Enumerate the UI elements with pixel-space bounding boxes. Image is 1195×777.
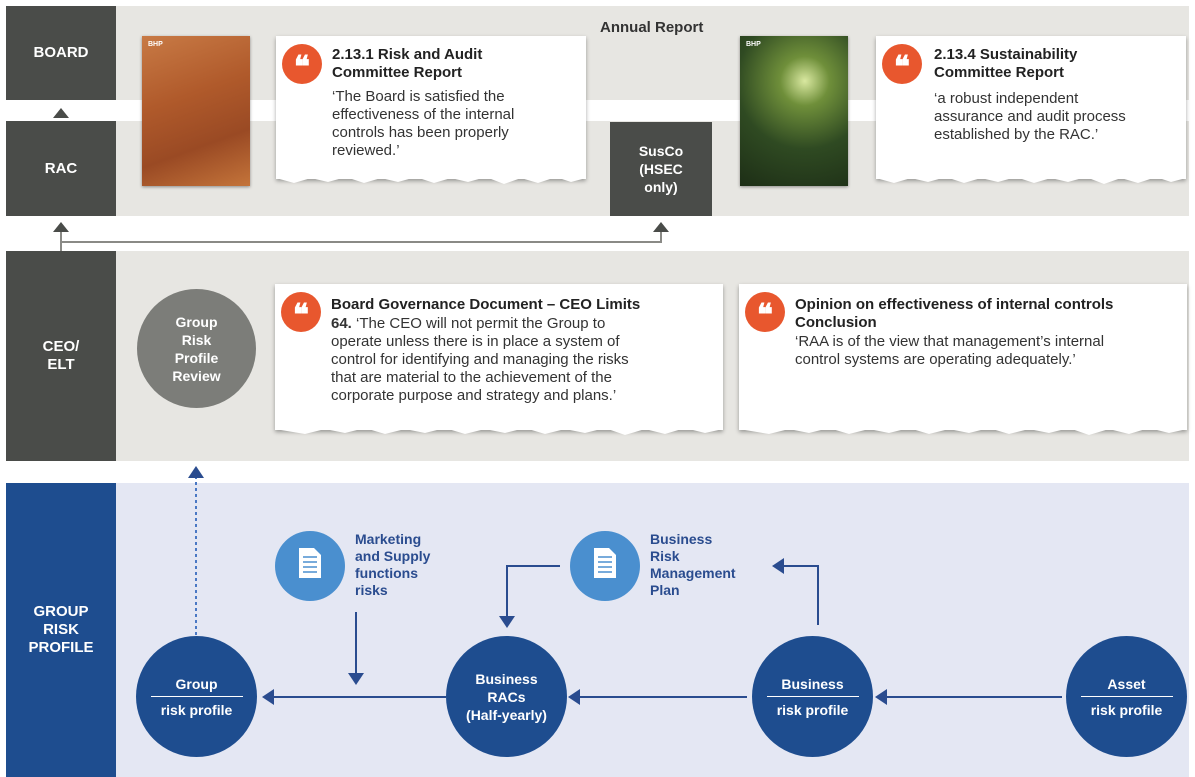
business-racs-circle: Business RACs (Half-yearly) — [446, 636, 567, 757]
arrow-icon — [653, 222, 669, 232]
business-risk-profile-circle: Business risk profile — [752, 636, 873, 757]
sustainability-report-body: ‘a robust independent assurance and audi… — [934, 90, 1126, 143]
ceo-elt-label: CEO/ ELT — [6, 251, 116, 461]
asset-circle-bottom: risk profile — [1090, 701, 1163, 718]
group-circle-top: Group — [175, 675, 218, 692]
business-to-plan-line — [782, 565, 819, 625]
arrow-icon — [499, 616, 515, 628]
arrow-icon — [348, 673, 364, 685]
governance-quote: ❝ Board Governance Document – CEO Limits… — [275, 284, 723, 435]
opinion-title: Opinion on effectiveness of internal con… — [795, 296, 1114, 331]
arrow-icon — [188, 466, 204, 478]
quote-icon: ❝ — [282, 44, 322, 85]
arrow-icon — [53, 222, 69, 232]
arrow-icon — [772, 558, 784, 574]
board-label: BOARD — [6, 6, 116, 100]
document-icon — [275, 531, 345, 601]
quote-icon: ❝ — [745, 292, 785, 333]
torn-edge — [876, 173, 1186, 184]
opinion-body: ‘RAA is of the view that management’s in… — [795, 333, 1105, 368]
asset-circle-top: Asset — [1107, 675, 1146, 692]
group-risk-profile-review-circle: Group Risk Profile Review — [137, 289, 256, 408]
rac-report-quote: ❝ 2.13.1 Risk and Audit Committee Report… — [276, 36, 586, 184]
torn-edge — [275, 424, 723, 435]
business-circle-top: Business — [781, 675, 844, 692]
torn-edge — [276, 173, 586, 184]
group-risk-profile-circle: Group risk profile — [136, 636, 257, 757]
plan-to-racs-line — [506, 565, 560, 618]
arrow-icon — [875, 689, 887, 705]
governance-title: Board Governance Document – CEO Limits — [331, 296, 641, 313]
rac-report-title: 2.13.1 Risk and Audit Committee Report — [332, 46, 483, 81]
susco-box: SusCo (HSEC only) — [610, 122, 712, 216]
group-circle-bottom: risk profile — [160, 701, 233, 718]
sustainability-report-quote: ❝ 2.13.4 Sustainability Committee Report… — [876, 36, 1186, 184]
governance-body: 64. ‘The CEO will not permit the Group t… — [331, 315, 629, 404]
arrow-icon — [568, 689, 580, 705]
annual-report-heading: Annual Report — [600, 19, 704, 36]
group-risk-profile-label: GROUP RISK PROFILE — [6, 483, 116, 777]
ceo-to-susco-connector — [61, 232, 662, 243]
group-risk-band — [116, 483, 1189, 777]
marketing-supply-label: Marketing and Supply functions risks — [355, 531, 431, 598]
arrow-icon — [262, 689, 274, 705]
book-cover-image: BHP — [142, 36, 250, 186]
opinion-quote: ❝ Opinion on effectiveness of internal c… — [739, 284, 1187, 435]
document-icon — [570, 531, 640, 601]
business-risk-management-plan-label: Business Risk Management Plan — [650, 531, 736, 598]
rac-report-body: ‘The Board is satisfied the effectivenes… — [332, 88, 515, 159]
quote-icon: ❝ — [281, 292, 321, 333]
torn-edge — [739, 424, 1187, 435]
rac-label: RAC — [6, 121, 116, 216]
book-cover-image: BHP — [740, 36, 848, 186]
arrow-icon — [53, 108, 69, 118]
sustainability-report-title: 2.13.4 Sustainability Committee Report — [934, 46, 1078, 81]
quote-icon: ❝ — [882, 44, 922, 85]
asset-risk-profile-circle: Asset risk profile — [1066, 636, 1187, 757]
business-circle-bottom: risk profile — [776, 701, 849, 718]
